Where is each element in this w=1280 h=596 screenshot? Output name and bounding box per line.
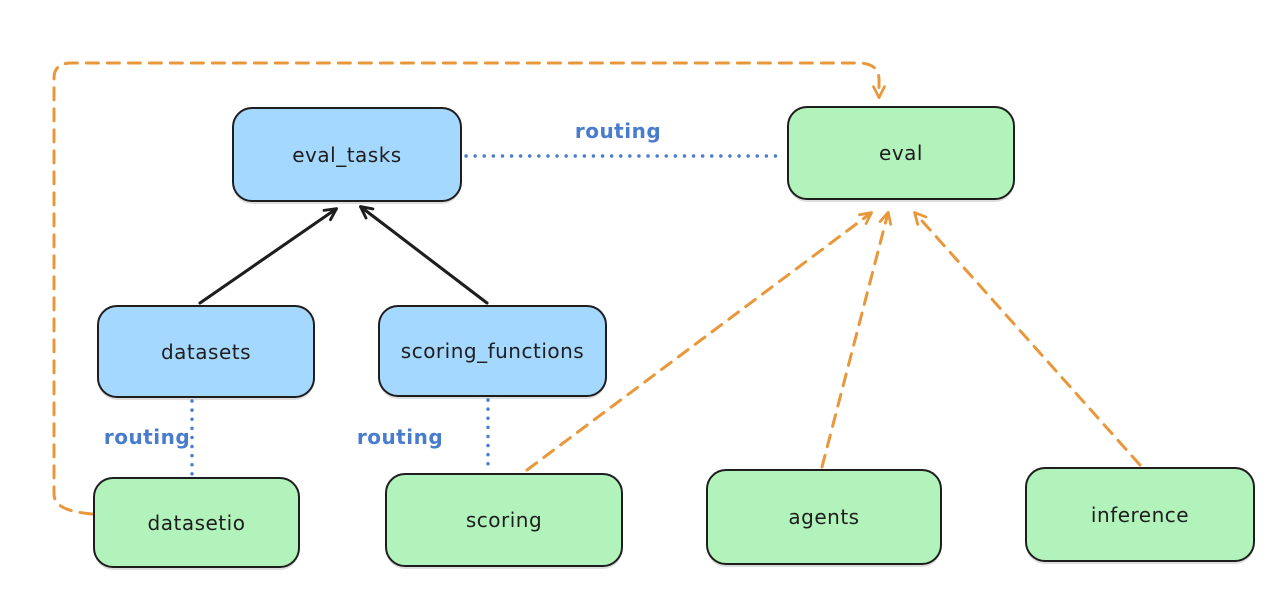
node-datasets: datasets bbox=[97, 305, 315, 398]
node-eval: eval bbox=[787, 106, 1015, 200]
node-scoring-functions: scoring_functions bbox=[378, 305, 607, 397]
edge-agents-to-eval bbox=[820, 210, 893, 469]
edge-scoring-functions-to-eval-tasks bbox=[359, 205, 489, 305]
edge-datasets-to-eval-tasks bbox=[198, 207, 339, 305]
edge-scoring-to-eval bbox=[525, 211, 873, 472]
routing-label-eval-tasks-eval: routing bbox=[574, 119, 662, 143]
edge-inference-to-eval bbox=[913, 211, 1142, 467]
edge-datasetio-to-eval bbox=[52, 61, 886, 516]
node-datasetio: datasetio bbox=[93, 477, 300, 568]
routing-label-scoring-functions-scoring: routing bbox=[356, 425, 444, 449]
routing-label-datasets-datasetio: routing bbox=[103, 425, 191, 449]
node-agents: agents bbox=[706, 469, 942, 565]
node-scoring: scoring bbox=[385, 473, 623, 567]
node-eval-tasks: eval_tasks bbox=[232, 107, 462, 202]
node-inference: inference bbox=[1025, 467, 1255, 562]
